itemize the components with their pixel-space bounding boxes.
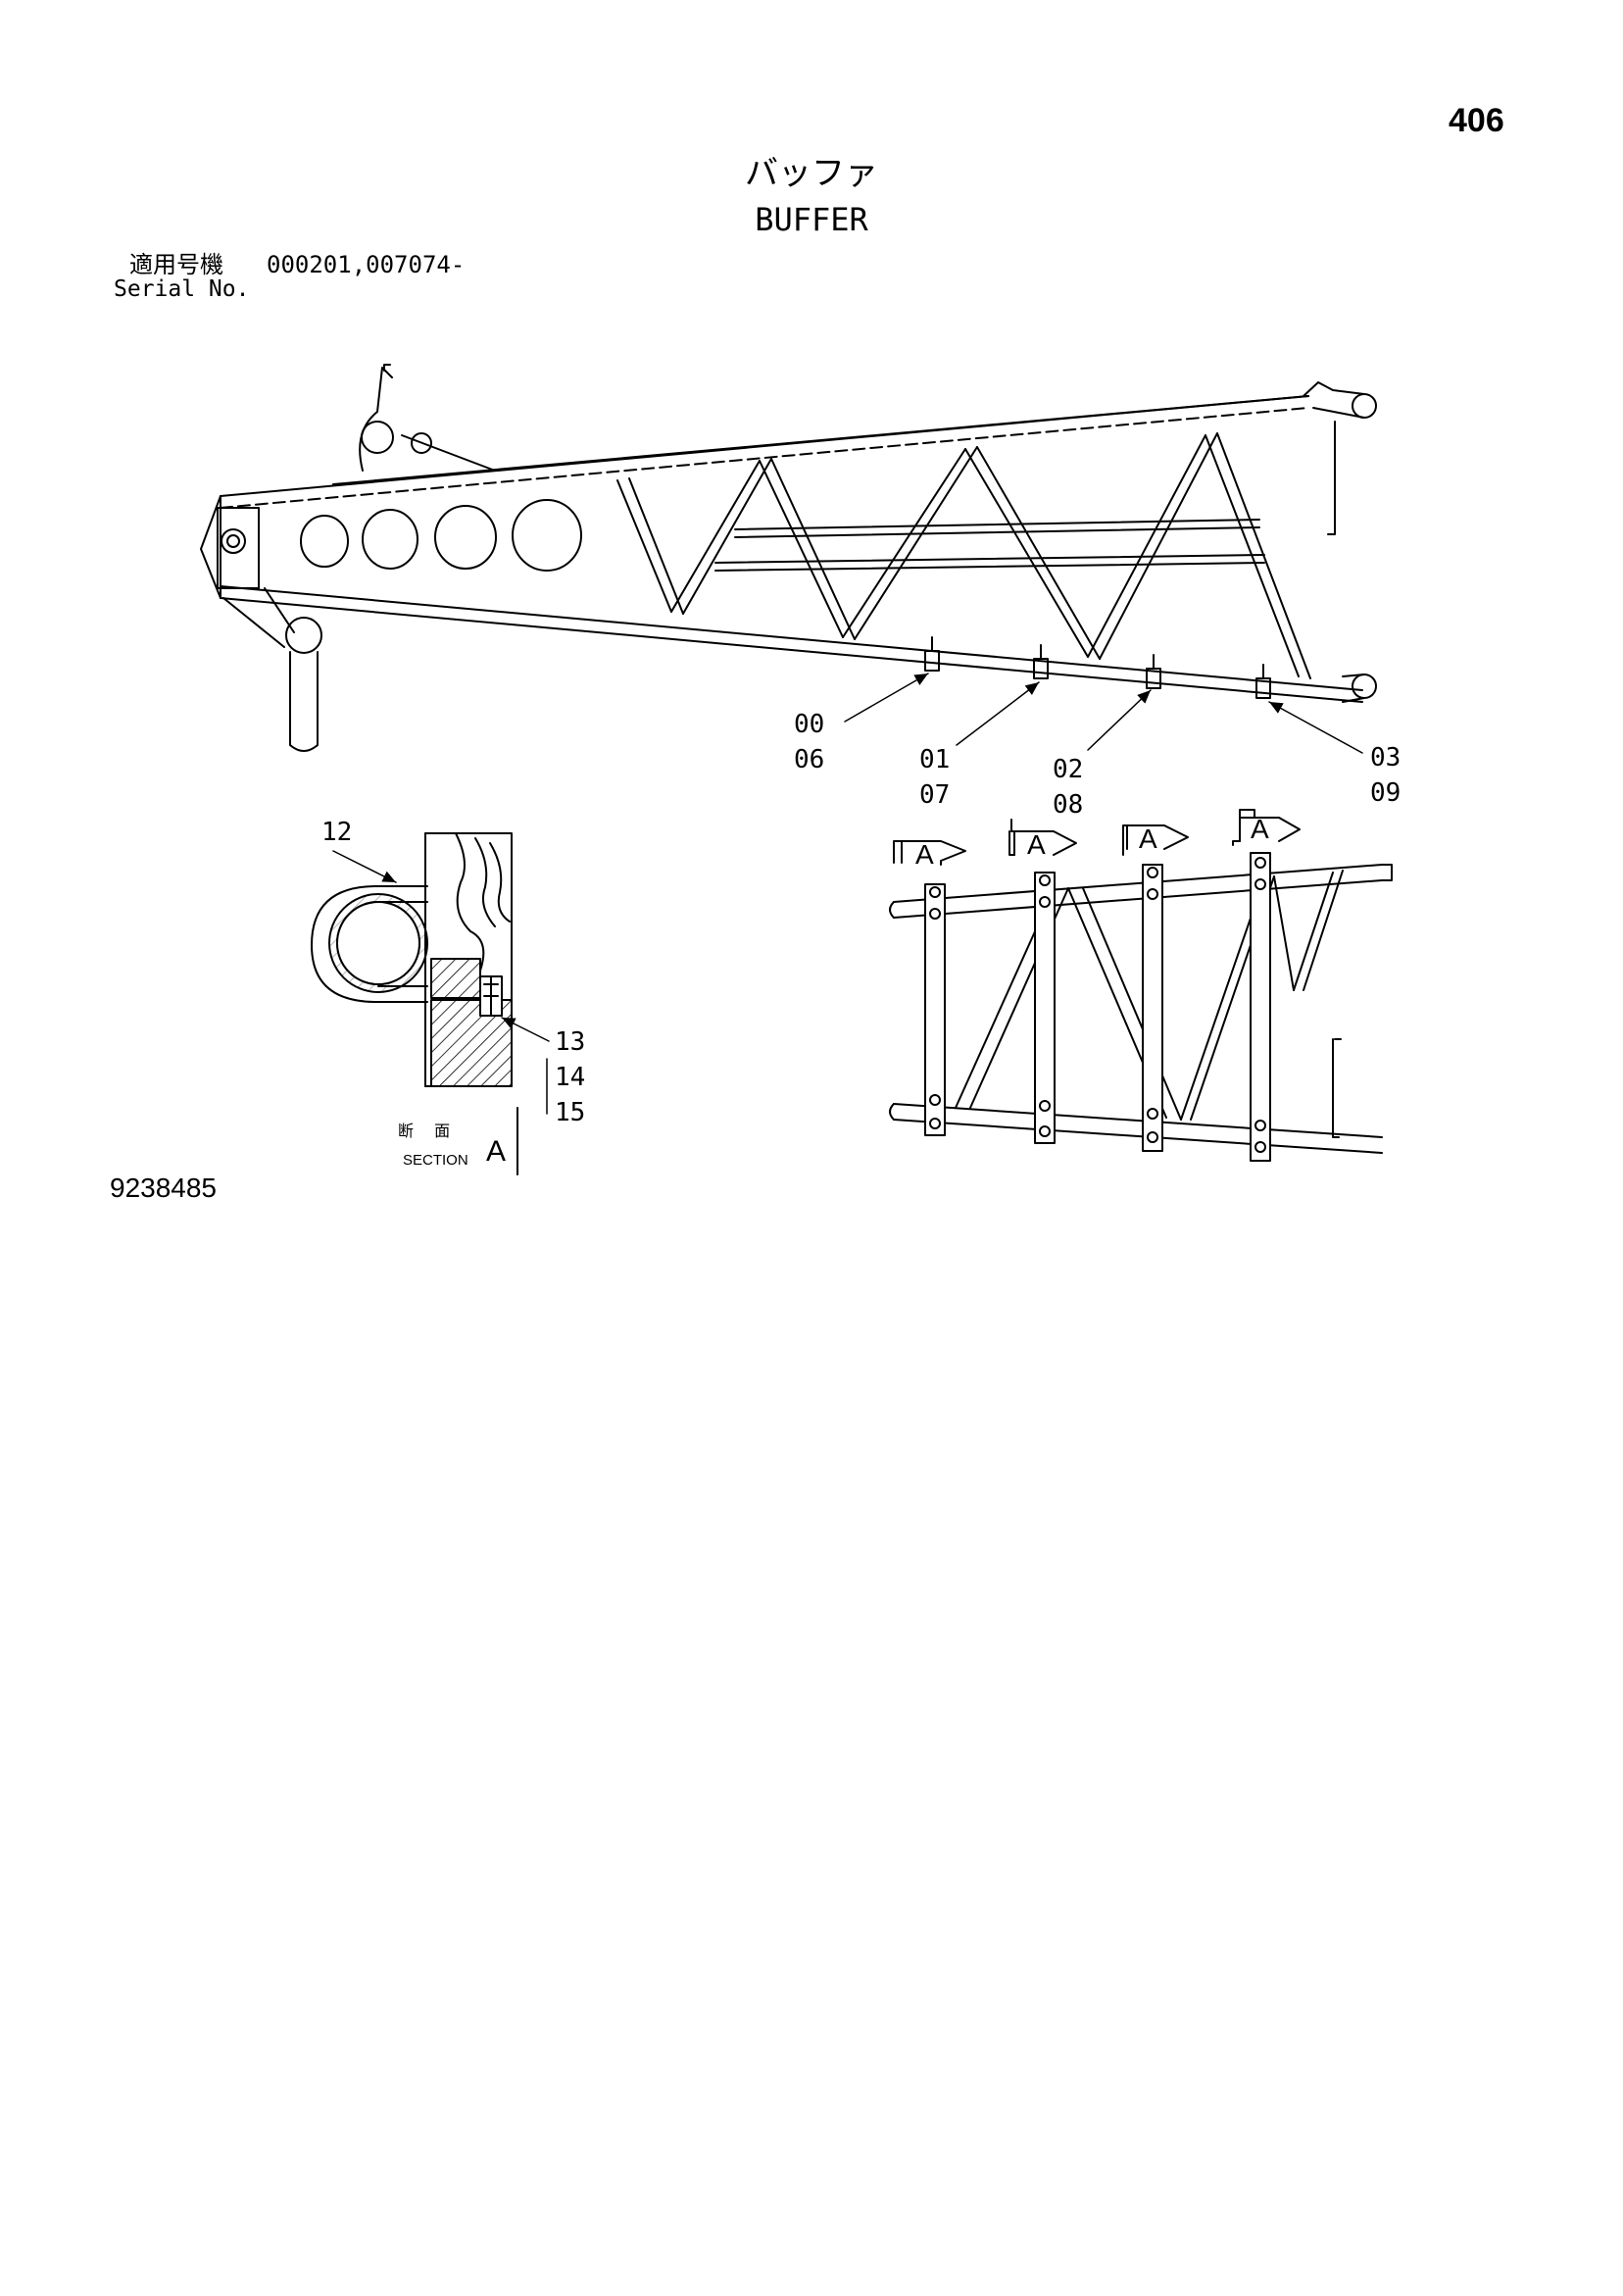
section-marker-1: A [915,839,934,870]
boom-main-view [200,364,1377,754]
callout-03: 03 [1370,743,1402,773]
buffer-plates-detail [889,809,1393,1162]
callout-14: 14 [555,1063,586,1092]
serial-label-japanese: 適用号機 [129,251,223,278]
serial-value: 000201,007074- [267,251,466,278]
section-label-japanese: 断 面 [398,1122,459,1140]
section-a-detail [311,832,550,1175]
callout-08: 08 [1053,790,1084,820]
buffer-pads [924,636,1271,699]
title-japanese: バッファ [745,154,878,193]
section-marker-4: A [1251,814,1269,844]
callout-01: 01 [919,745,951,774]
callout-13: 13 [555,1027,586,1057]
section-label-english: SECTION [403,1152,468,1169]
section-marker-3: A [1139,824,1157,854]
callout-00: 00 [794,710,825,739]
section-label-letter: A [486,1135,507,1168]
title-english: BUFFER [755,201,868,238]
serial-label-english: Serial No. [114,276,250,302]
callout-02: 02 [1053,755,1084,784]
section-marker-2: A [1027,829,1046,860]
callout-09: 09 [1370,778,1402,808]
callout-06: 06 [794,745,825,774]
drawing-number: 9238485 [110,1173,218,1203]
callout-15: 15 [555,1098,586,1127]
callout-07: 07 [919,780,951,810]
callout-12: 12 [321,818,353,847]
page-number: 406 [1449,102,1504,139]
